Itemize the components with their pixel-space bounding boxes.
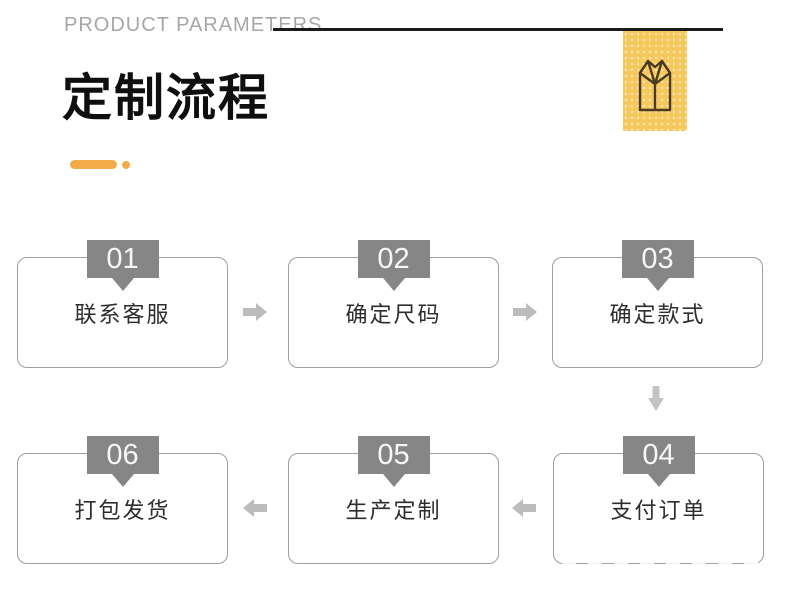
step-number-badge: 06 [86, 436, 159, 474]
step-card-06: 06 打包发货 [17, 436, 228, 564]
section-eyebrow: PRODUCT PARAMETERS [64, 14, 323, 36]
step-card-02: 02 确定尺码 [288, 240, 499, 368]
step-label: 确定款式 [609, 302, 706, 328]
step-card-05: 05 生产定制 [288, 436, 499, 564]
step-label: 打包发货 [74, 498, 171, 524]
page-title: 定制流程 [62, 69, 270, 127]
step-number-badge: 03 [621, 240, 694, 278]
step-label: 确定尺码 [345, 302, 442, 328]
vest-icon-tile [623, 31, 687, 131]
arrow-left-icon [512, 499, 536, 521]
step-label: 生产定制 [345, 498, 442, 524]
step-card-03: 03 确定款式 [552, 240, 763, 368]
step-number-badge: 01 [86, 240, 159, 278]
header-rule [273, 28, 723, 31]
arrow-right-icon [513, 303, 537, 325]
watermark-smudge [562, 558, 758, 566]
step-number-badge: 02 [357, 240, 430, 278]
step-label: 联系客服 [74, 302, 171, 328]
vest-icon [633, 57, 677, 119]
arrow-left-icon [243, 499, 267, 521]
step-card-04: 04 支付订单 [553, 436, 764, 564]
title-accent-dash [70, 160, 117, 169]
step-number-badge: 05 [357, 436, 430, 474]
arrow-down-icon [648, 386, 664, 415]
title-accent-dot [122, 161, 130, 169]
step-card-01: 01 联系客服 [17, 240, 228, 368]
arrow-right-icon [243, 303, 267, 325]
step-label: 支付订单 [610, 498, 707, 524]
step-number-badge: 04 [622, 436, 695, 474]
